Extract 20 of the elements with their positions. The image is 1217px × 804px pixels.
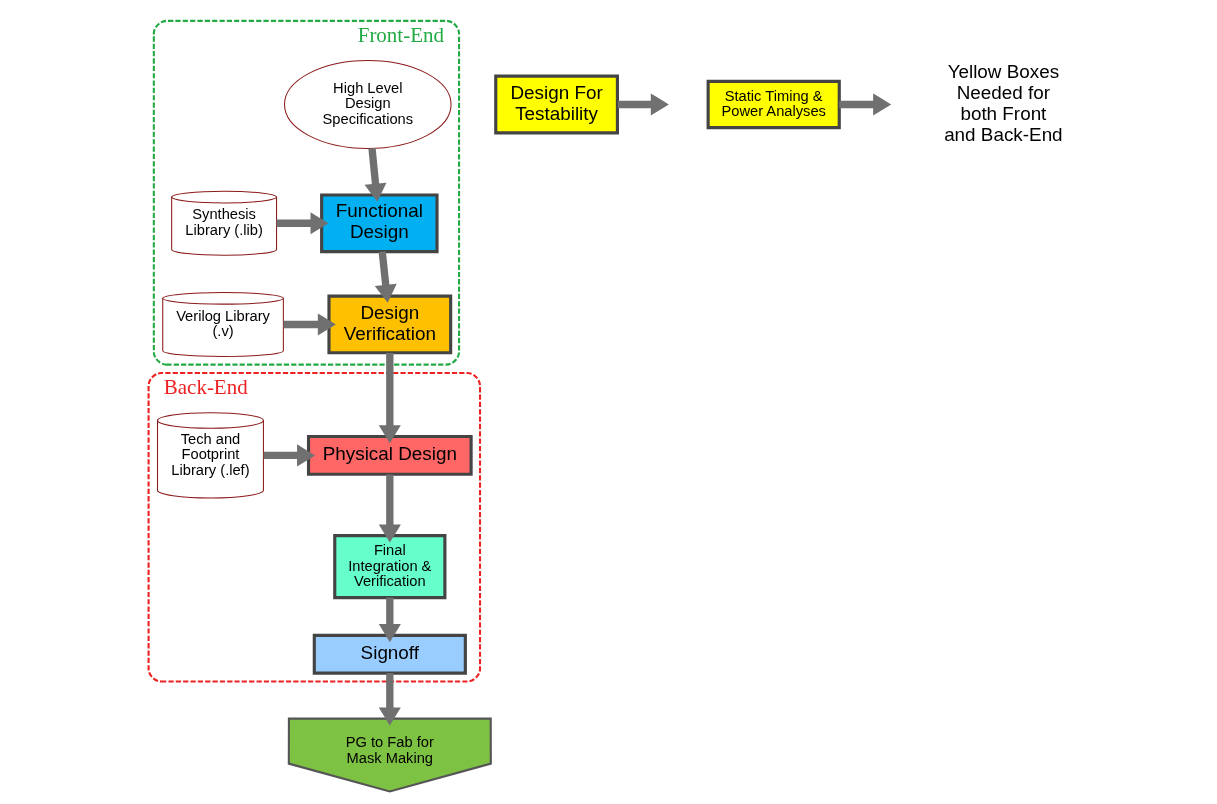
arrow bbox=[839, 93, 892, 116]
arrow bbox=[283, 313, 336, 336]
arrow bbox=[263, 444, 316, 467]
node-box: Final Integration & Verification bbox=[333, 534, 447, 600]
arrow bbox=[378, 597, 401, 643]
arrow bbox=[276, 212, 329, 235]
node-box: Signoff bbox=[312, 633, 467, 675]
node-box: Design Verification bbox=[327, 294, 453, 355]
arrow bbox=[617, 93, 669, 116]
arrow bbox=[378, 352, 401, 444]
arrow bbox=[378, 673, 401, 726]
label: Yellow Boxes Needed for both Front and Back-End bbox=[944, 60, 1063, 145]
node-ellipse: High Level Design Specifications bbox=[284, 59, 452, 149]
node-box: Physical Design bbox=[306, 434, 473, 476]
node-box: Functional Design bbox=[320, 193, 439, 254]
arrow bbox=[374, 251, 397, 303]
arrow bbox=[378, 474, 401, 543]
arrow bbox=[364, 147, 387, 202]
node-box: Design For Testability bbox=[494, 74, 619, 135]
node-box: Static Timing & Power Analyses bbox=[706, 79, 841, 130]
